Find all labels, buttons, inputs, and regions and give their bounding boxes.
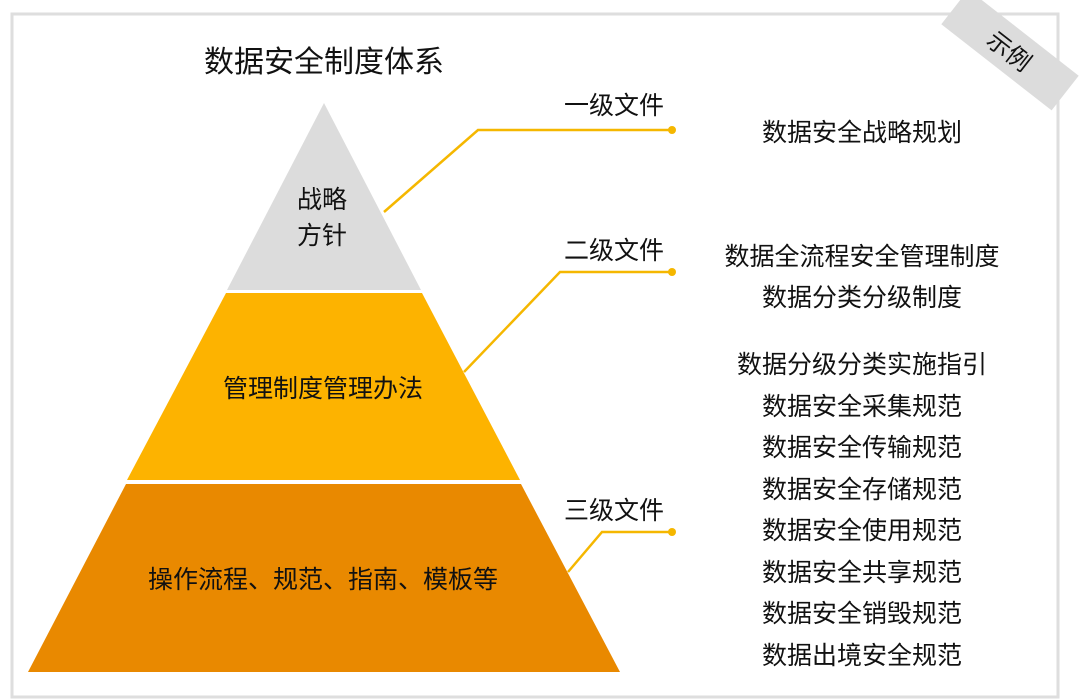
doc-item: 数据分级分类实施指引 <box>737 350 987 379</box>
doc-item: 数据安全战略规划 <box>762 118 962 147</box>
connectors <box>383 128 672 573</box>
document-list: 数据安全战略规划 数据全流程安全管理制度 数据分类分级制度 数据分级分类实施指引… <box>724 118 999 670</box>
doc-item: 数据出境安全规范 <box>762 641 962 670</box>
connector-level3 <box>567 530 672 573</box>
tier1-label-line1: 战略 <box>297 185 347 214</box>
doc-item: 数据安全传输规范 <box>762 433 962 462</box>
doc-item: 数据安全存储规范 <box>762 475 962 504</box>
tier2-label: 管理制度管理办法 <box>223 374 423 403</box>
level2-label: 二级文件 <box>564 236 664 265</box>
connector-dot <box>668 126 676 134</box>
doc-item: 数据分类分级制度 <box>762 283 962 312</box>
connector-level1 <box>383 128 672 213</box>
connector-dot <box>668 528 676 536</box>
level3-label: 三级文件 <box>564 496 664 525</box>
connector-level2 <box>463 270 672 373</box>
pyramid-tier-operations <box>28 484 620 672</box>
doc-item: 数据安全共享规范 <box>762 558 962 587</box>
diagram-title: 数据安全制度体系 <box>204 45 444 80</box>
pyramid-tier-strategy <box>227 103 421 290</box>
connector-dot <box>668 268 676 276</box>
tier1-label-line2: 方针 <box>297 221 347 250</box>
doc-item: 数据安全使用规范 <box>762 516 962 545</box>
tier3-label: 操作流程、规范、指南、模板等 <box>148 565 498 594</box>
pyramid-tier-management <box>127 293 520 480</box>
doc-item: 数据安全销毁规范 <box>762 599 962 628</box>
doc-item: 数据全流程安全管理制度 <box>724 242 999 271</box>
doc-item: 数据安全采集规范 <box>762 392 962 421</box>
frame <box>10 12 1060 699</box>
level1-label: 一级文件 <box>564 91 664 120</box>
